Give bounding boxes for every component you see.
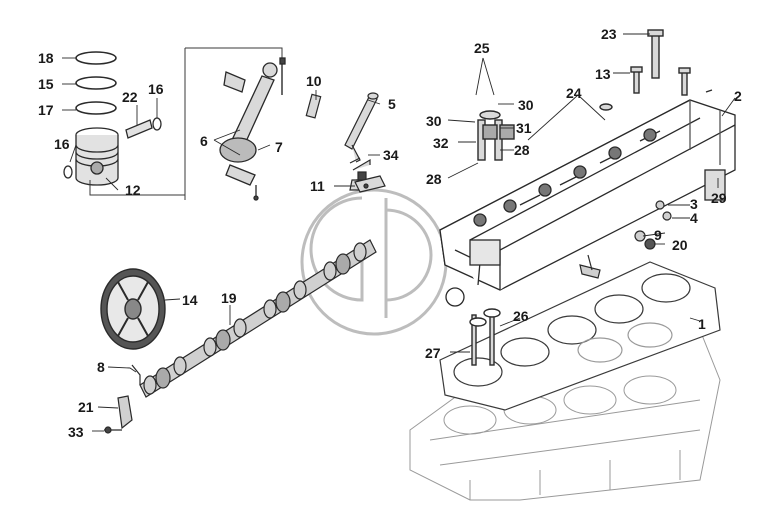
assembly-brackets [89,47,283,200]
piston [63,117,162,186]
thrust-plate [104,364,141,434]
callout-33: 33 [68,424,84,440]
side-fittings [579,200,672,279]
injectors [305,92,379,191]
callout-20: 20 [672,237,688,253]
callout-13: 13 [595,66,611,82]
valves-and-bolts [469,29,713,366]
injector-clamp [354,175,386,193]
callout-17: 17 [38,102,54,118]
callout-26: 26 [513,308,529,324]
callout-5: 5 [388,96,396,112]
watermark-logo [300,188,448,336]
callout-2: 2 [734,88,742,104]
callout-29: 29 [711,190,727,206]
camshaft [139,239,377,398]
callout-21: 21 [78,399,94,415]
camshaft-gear [100,268,166,350]
leader-lines [62,33,736,432]
callout-14: 14 [182,292,198,308]
callout-25: 25 [474,40,490,56]
connecting-rod [219,57,286,201]
callout-30-left: 30 [426,113,442,129]
callout-34: 34 [383,147,399,163]
callout-28-upper: 28 [514,142,530,158]
callout-9: 9 [654,227,662,243]
callout-3: 3 [690,196,698,212]
callout-30-right: 30 [518,97,534,113]
callout-4: 4 [690,210,698,226]
callout-16-lower: 16 [54,136,70,152]
callout-32: 32 [433,135,449,151]
callout-6: 6 [200,133,208,149]
callout-23: 23 [601,26,617,42]
callout-31: 31 [516,120,532,136]
piston-rings [75,51,117,115]
callout-28-lower: 28 [426,171,442,187]
callout-15: 15 [38,76,54,92]
callout-27: 27 [425,345,441,361]
callout-22: 22 [122,89,138,105]
callout-8: 8 [97,359,105,375]
callout-12: 12 [125,182,141,198]
callout-11: 11 [310,178,325,194]
callout-10: 10 [306,73,322,89]
head-gasket [439,261,721,411]
callout-24: 24 [566,85,582,101]
callout-1: 1 [698,316,706,332]
callout-19: 19 [221,290,237,306]
callout-16-upper: 16 [148,81,164,97]
callout-7: 7 [275,139,283,155]
cylinder-head [439,99,736,307]
callout-18: 18 [38,50,54,66]
